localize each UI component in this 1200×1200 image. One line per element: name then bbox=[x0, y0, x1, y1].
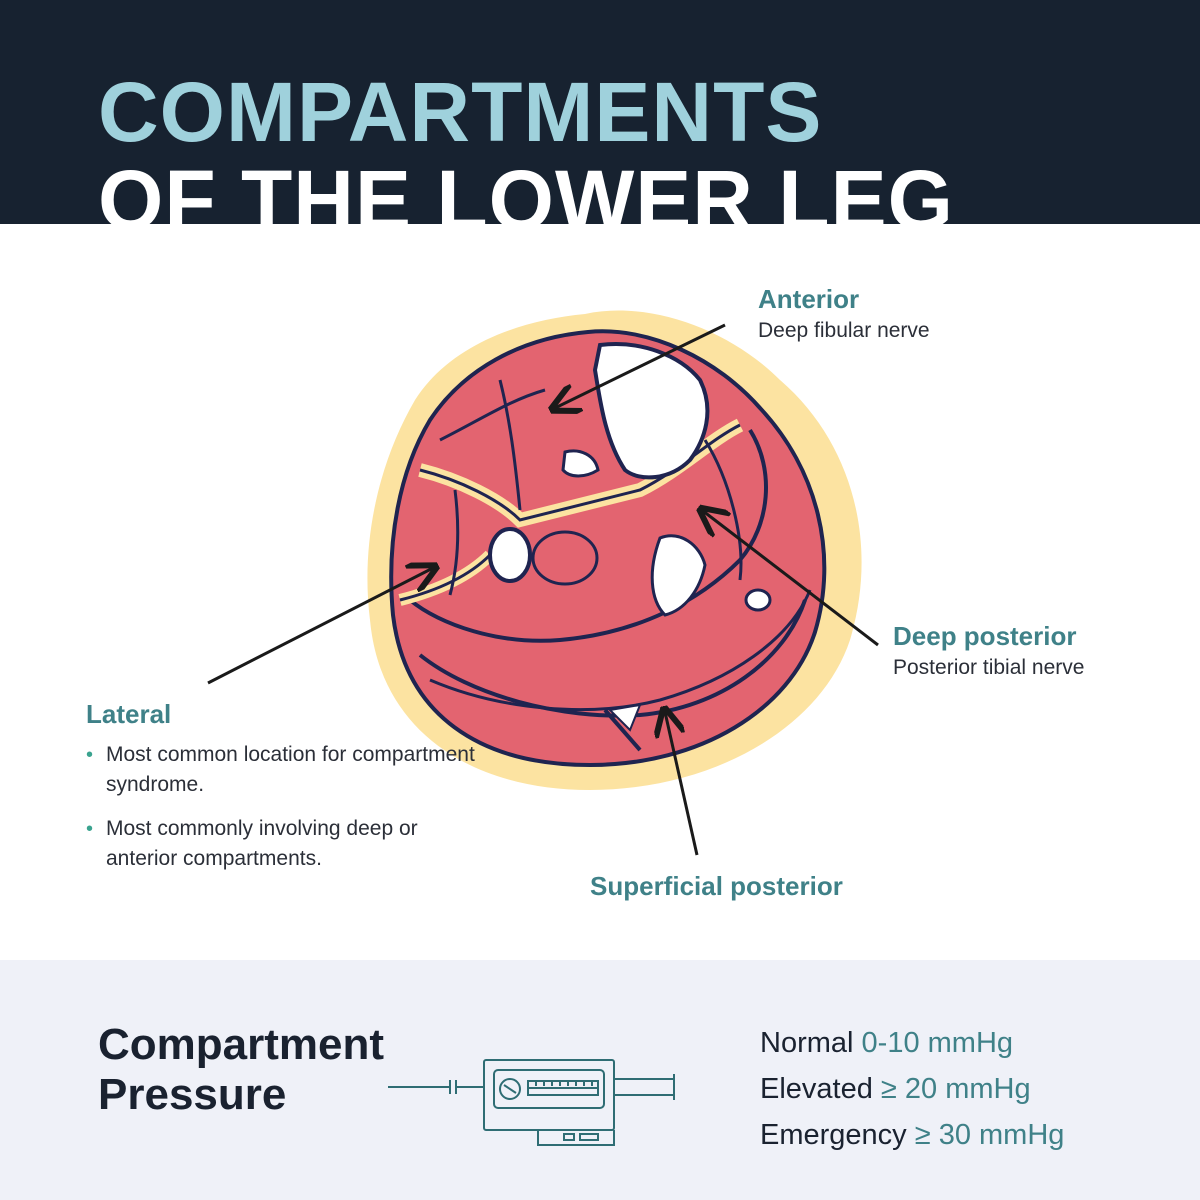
leg-cross-section bbox=[207, 310, 879, 856]
anterior-arrow bbox=[555, 323, 726, 408]
anterior-muscle-divider-2 bbox=[439, 388, 546, 442]
pressure-monitor-icon bbox=[388, 1059, 675, 1146]
vessel bbox=[744, 588, 772, 612]
pressure-value: 0-10 mmHg bbox=[861, 1027, 1014, 1059]
anterior-title: Anterior bbox=[758, 284, 860, 314]
pressure-row-elevated: Elevated ≥ 20 mmHg bbox=[760, 1066, 1064, 1112]
lateral-title: Lateral bbox=[86, 699, 172, 729]
gastrocnemius-divider bbox=[603, 708, 642, 752]
lateral-bullet-text: Most common location for compartment syn… bbox=[106, 743, 475, 796]
pressure-label: Emergency bbox=[760, 1119, 907, 1151]
lateral-bullet-item: • Most commonly involving deep or anteri… bbox=[86, 814, 486, 874]
lateral-bullet-item: • Most common location for compartment s… bbox=[86, 740, 486, 800]
deep-posterior-arrow bbox=[703, 511, 879, 647]
anterior-nerve: Deep fibular nerve bbox=[758, 319, 930, 342]
pressure-label: Elevated bbox=[760, 1073, 873, 1105]
posterior-fat-triangle bbox=[607, 703, 642, 732]
anterior-label: Anterior Deep fibular nerve bbox=[758, 284, 930, 343]
header-banner: COMPARTMENTS OF THE LOWER LEG bbox=[0, 0, 1200, 224]
tibialis-posterior-muscle bbox=[531, 530, 599, 586]
lateral-bullet-text: Most commonly involving deep or anterior… bbox=[106, 817, 418, 870]
pressure-title-line2: Pressure bbox=[98, 1070, 287, 1119]
pressure-row-emergency: Emergency ≥ 30 mmHg bbox=[760, 1112, 1064, 1158]
pressure-value: ≥ 20 mmHg bbox=[880, 1073, 1031, 1105]
lateral-label: Lateral bbox=[86, 699, 171, 730]
pressure-label: Normal bbox=[760, 1027, 854, 1059]
tibia-bone bbox=[592, 342, 710, 480]
superficial-posterior-band bbox=[418, 599, 807, 718]
page-title-line1: COMPARTMENTS bbox=[98, 65, 823, 159]
pressure-title: Compartment Pressure bbox=[98, 1020, 428, 1120]
bullet-dot-icon: • bbox=[86, 818, 94, 840]
tibia-medullary-gap bbox=[561, 449, 600, 478]
deep-posterior-nerve: Posterior tibial nerve bbox=[893, 656, 1085, 679]
pressure-row-normal: Normal 0-10 mmHg bbox=[760, 1020, 1064, 1066]
pressure-panel: Compartment Pressure bbox=[0, 960, 1200, 1200]
superficial-posterior-title: Superficial posterior bbox=[590, 871, 843, 901]
fibula-bone bbox=[488, 527, 532, 583]
posterior-muscle-divider bbox=[703, 439, 743, 581]
lateral-arrow bbox=[207, 568, 433, 685]
pressure-value: ≥ 30 mmHg bbox=[914, 1119, 1065, 1151]
lateral-bullet-list: • Most common location for compartment s… bbox=[86, 740, 486, 888]
soleus-fascia bbox=[429, 589, 812, 711]
deep-posterior-title: Deep posterior bbox=[893, 621, 1077, 651]
diagram-area bbox=[0, 224, 1200, 960]
bullet-dot-icon: • bbox=[86, 744, 94, 766]
superficial-posterior-arrow bbox=[665, 712, 699, 856]
pressure-thresholds: Normal 0-10 mmHg Elevated ≥ 20 mmHg Emer… bbox=[760, 1020, 1064, 1158]
deep-posterior-space bbox=[650, 534, 707, 617]
page-title-line2: OF THE LOWER LEG bbox=[98, 153, 954, 224]
pressure-title-line1: Compartment bbox=[98, 1020, 385, 1069]
deep-posterior-label: Deep posterior Posterior tibial nerve bbox=[893, 621, 1084, 680]
lateral-muscle-divider bbox=[448, 489, 460, 596]
superficial-posterior-label: Superficial posterior bbox=[590, 871, 843, 902]
anterior-muscle-divider-1 bbox=[498, 379, 522, 511]
